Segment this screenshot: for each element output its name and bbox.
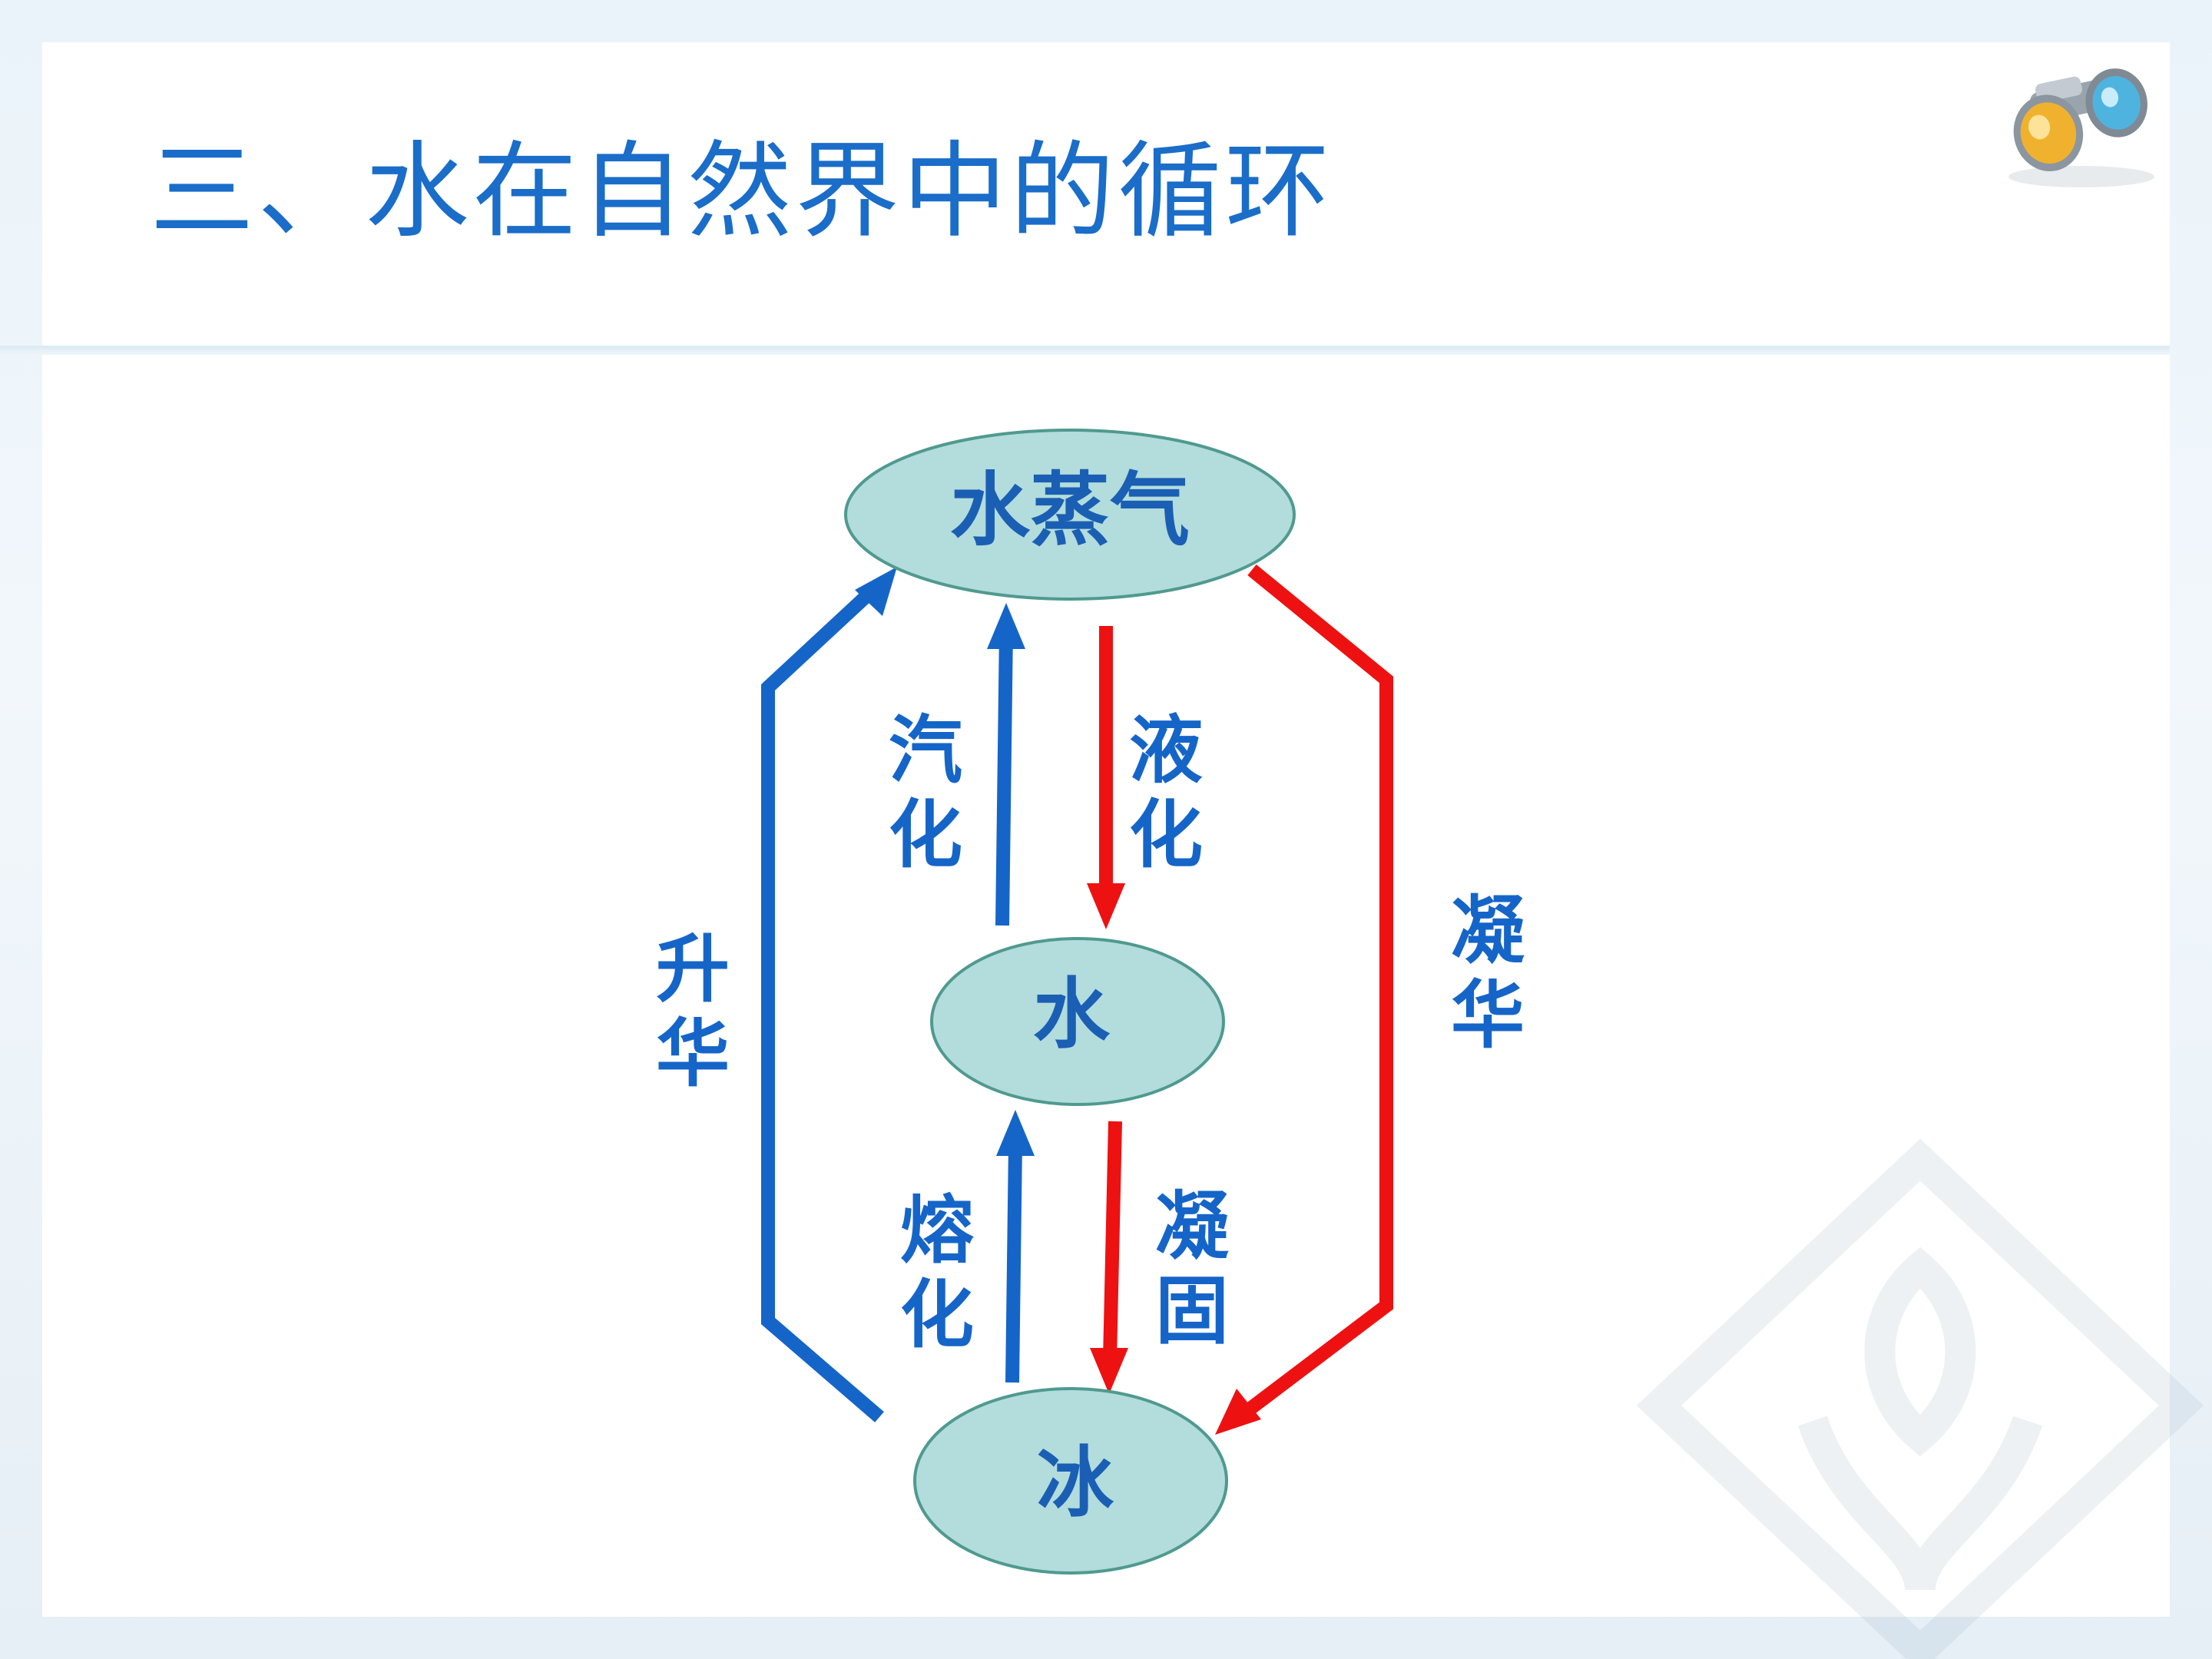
label-vaporization-1: 汽 [889,707,962,793]
node-ice-label: 冰 [1037,1437,1114,1528]
node-water-label: 水 [1033,969,1111,1059]
binoculars-icon [2008,68,2154,187]
label-vaporization: 汽 化 [889,707,962,878]
node-vapor-label: 水蒸气 [950,462,1190,557]
edge-solidification [1090,1121,1128,1394]
edge-liquefaction [1087,626,1125,929]
node-vapor: 水蒸气 [844,429,1296,601]
node-ice: 冰 [913,1387,1228,1575]
edge-vaporization [987,603,1025,926]
edge-deposition [1215,565,1393,1435]
label-deposition-1: 凝 [1451,887,1525,974]
node-water: 水 [930,937,1225,1106]
title-divider [0,346,2170,355]
label-liquefaction: 液 化 [1129,707,1203,878]
label-vaporization-2: 化 [889,791,962,878]
label-liquefaction-2: 化 [1129,791,1203,878]
watermark-logo [1636,1138,2204,1659]
label-solidification-2: 固 [1155,1267,1229,1354]
label-melting-1: 熔 [900,1187,974,1273]
label-deposition-2: 华 [1451,972,1525,1058]
label-solidification: 凝 固 [1155,1183,1229,1354]
label-deposition: 凝 华 [1451,887,1525,1058]
edge-melting [996,1110,1035,1383]
edge-sublimation [761,567,897,1422]
label-sublimation-2: 华 [656,1010,730,1097]
title-band [42,42,2170,349]
label-melting-2: 化 [900,1271,974,1358]
slide-title: 三、水在自然界中的循环 [150,131,1333,253]
label-sublimation-1: 升 [656,926,730,1012]
label-liquefaction-1: 液 [1129,707,1203,793]
label-melting: 熔 化 [900,1187,974,1358]
label-solidification-1: 凝 [1155,1183,1229,1270]
label-sublimation: 升 华 [656,926,730,1097]
